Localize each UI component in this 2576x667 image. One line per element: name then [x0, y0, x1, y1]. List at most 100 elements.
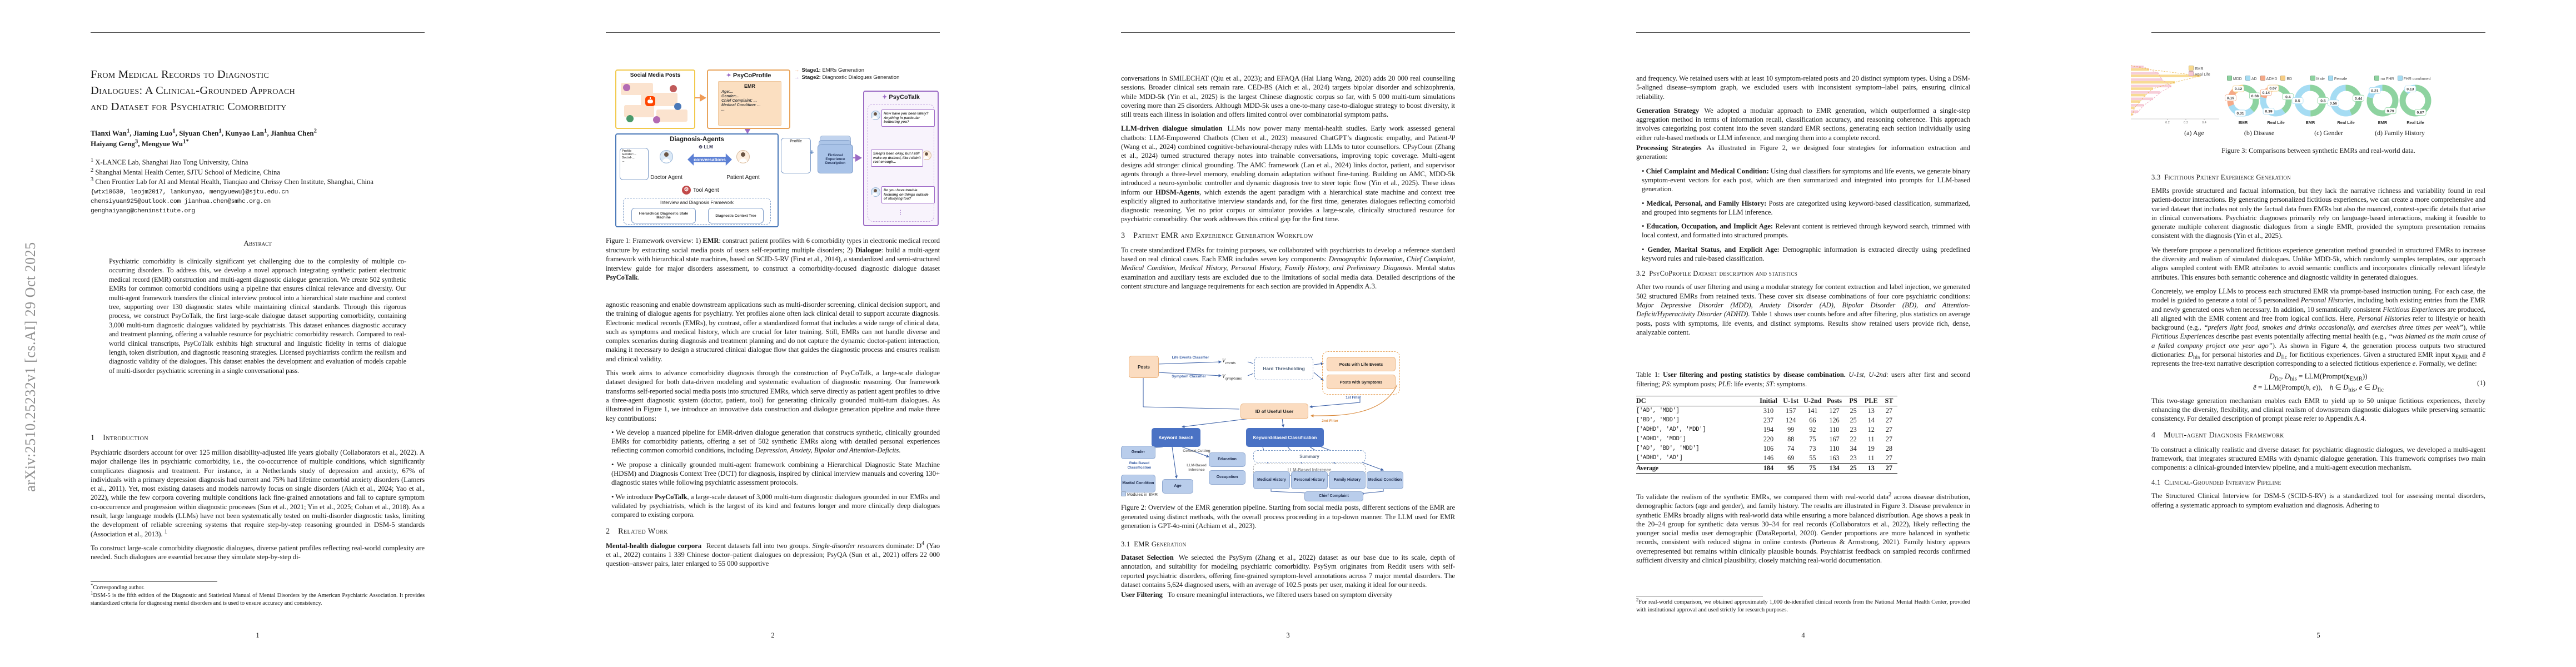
affiliation-1: 1 X-LANCE Lab, Shanghai Jiao Tong Univer… — [91, 157, 248, 166]
paper-title: From Medical Records to Diagnostic Dialo… — [91, 67, 425, 115]
svg-text:0.12: 0.12 — [2235, 87, 2242, 91]
contribution-bullet-1: • We develop a nuanced pipeline for EMR-… — [611, 428, 940, 455]
table-header-cell: PS — [1845, 396, 1862, 406]
posts-with-symptoms-node: Posts with Symptoms — [1327, 375, 1396, 389]
svg-text:0.4: 0.4 — [2202, 121, 2206, 125]
filtered-posts-group — [1322, 351, 1400, 395]
figure1-caption: Figure 1: Framework overview: 1) EMR: co… — [606, 237, 940, 282]
dialogue-stack-outline — [868, 104, 934, 222]
tool-gear-icon: ⚙ — [682, 186, 691, 195]
subcaption-b: (b) Disease — [2244, 129, 2275, 137]
post-bubble — [624, 105, 654, 117]
legend-item: MDD — [2226, 76, 2242, 81]
stat-cell: 25 — [1845, 463, 1862, 474]
table-header-cell: U-2nd — [1801, 396, 1824, 406]
doctor-agent-label: Doctor Agent — [650, 175, 682, 181]
stat-cell: 34 — [1850, 445, 1857, 452]
page3-body-top: conversations in SMILECHAT (Qiu et al., … — [1121, 74, 1455, 291]
donut-sublabel-emr: EMR — [2305, 120, 2315, 125]
stat-cell: 66 — [1809, 416, 1816, 424]
strategy-bullet-1: • Chief Complaint and Medical Condition:… — [1642, 167, 1970, 193]
legend-swatch-icon — [2310, 76, 2315, 81]
affiliations: 1 X-LANCE Lab, Shanghai Jiao Tong Univer… — [91, 157, 425, 187]
legend-swatch-icon — [2328, 76, 2333, 81]
posts-node: Posts — [1129, 356, 1159, 378]
svg-text:0.79: 0.79 — [2386, 109, 2394, 113]
doctor-bubble-1: How have you been lately? Anything in pa… — [881, 109, 935, 127]
paragraph: agnostic reasoning and enable downstream… — [606, 301, 940, 363]
first-filter-label: 1st Filter — [1346, 396, 1361, 400]
age-module: Age — [1162, 479, 1193, 494]
subcaption-a: (a) Age — [2184, 129, 2204, 137]
svg-text:0.2: 0.2 — [2165, 121, 2170, 125]
gender-module: Gender — [1121, 446, 1155, 459]
paragraph-lead: Dataset Selection — [1121, 554, 1174, 561]
table-header-cell: Initial — [1756, 396, 1781, 406]
page-number: 1 — [256, 631, 260, 639]
stat-cell: 110 — [1829, 426, 1840, 434]
svg-text:0.14: 0.14 — [2263, 91, 2270, 95]
education-module: Education — [1209, 452, 1245, 467]
patient-bubble: Sleep's been okay, but I still wake up d… — [871, 150, 923, 167]
stat-cell: 184 — [1756, 463, 1781, 474]
footnote-block: *Corresponding author. 1DSM-5 is the fif… — [91, 581, 425, 607]
post-bubble — [656, 109, 687, 122]
user-avatar-icon — [674, 103, 681, 110]
affiliation-2: 2 Shanghai Mental Health Center, SJTU Sc… — [91, 167, 280, 176]
disease-combination-cell: ['BD', 'MDD'] — [1636, 417, 1680, 424]
email-line-3: genghaiyang@cheninstitute.org — [91, 208, 195, 215]
stat-cell: 88 — [1787, 435, 1795, 443]
header-rule — [1121, 32, 1455, 33]
page2-body: agnostic reasoning and enable downstream… — [606, 300, 940, 568]
stat-cell: 92 — [1809, 426, 1816, 434]
personal-history-module: Personal History — [1291, 471, 1328, 489]
stat-cell: 69 — [1787, 454, 1795, 462]
svg-text:0.21: 0.21 — [2371, 89, 2378, 93]
legend-swatch-icon — [2260, 76, 2265, 81]
interview-framework-box: Interview and Diagnosis Framework Hierar… — [623, 198, 771, 225]
stat-cell: 310 — [1763, 407, 1774, 415]
stat-cell: 12 — [1867, 426, 1875, 434]
figure-2: Posts Life Events Classifier Vevents Sym… — [1121, 351, 1455, 501]
disease-donut-emr: 0.380.310.190.12 — [2225, 84, 2261, 117]
emr-field: Age:... — [721, 90, 734, 94]
legend-item: ADHD — [2260, 76, 2277, 81]
disease-combination-cell: ['AD', 'MDD'] — [1636, 407, 1680, 414]
doctor-bubble-2: Do you have trouble focusing on things o… — [881, 186, 935, 203]
emr-field: Medical Condition: ... — [721, 103, 761, 107]
header-rule — [606, 32, 940, 33]
occupation-module: Occupation — [1209, 470, 1245, 485]
stat-cell: 127 — [1829, 407, 1840, 415]
svg-text:0.56: 0.56 — [2330, 102, 2337, 106]
medical-condition-module: Medical Condition — [1367, 471, 1403, 489]
disease-combination-cell: ['ADHD', 'MDD'] — [1636, 436, 1686, 442]
email-line-2: chensiyuan925@outlook.com jianhua.chen@s… — [91, 198, 271, 205]
summary-node: Summary — [1253, 450, 1366, 462]
paragraph: conversations in SMILECHAT (Qiu et al., … — [1121, 74, 1455, 119]
family-donut-emr: 0.79 0.21 — [2366, 84, 2399, 117]
section-3-3-heading: 3.3 Fictitious Patient Experience Genera… — [2151, 173, 2291, 181]
intro-paragraph-2: To construct large-scale comorbidity dia… — [91, 544, 425, 561]
title-line-1: From Medical Records to Diagnostic — [91, 68, 270, 81]
stat-cell: 13 — [1867, 407, 1875, 415]
equation-line-2: ẽ = LLM(Prompt(h, e)), h ∈ Dhis, e ∈ Dfi… — [2253, 382, 2384, 394]
module-swatch-icon — [1121, 491, 1126, 496]
footnote-rule — [91, 581, 217, 582]
stat-cell: 22 — [1850, 435, 1857, 443]
hdsm-box: Hierarchical Diagnostic State Machine — [631, 208, 696, 223]
emails: {wtx10630, leojm2017, lankunyao, mengyue… — [91, 188, 425, 216]
sparkle-icon: ✦ — [882, 94, 888, 101]
more-dialogues-dots: ⋮ — [898, 210, 903, 216]
table-header-cell: U-1st — [1780, 396, 1802, 406]
stat-cell: 75 — [1801, 463, 1824, 474]
v-symptoms-var: Vsymptoms — [1222, 374, 1242, 381]
profile-card: Profile — [781, 138, 811, 173]
